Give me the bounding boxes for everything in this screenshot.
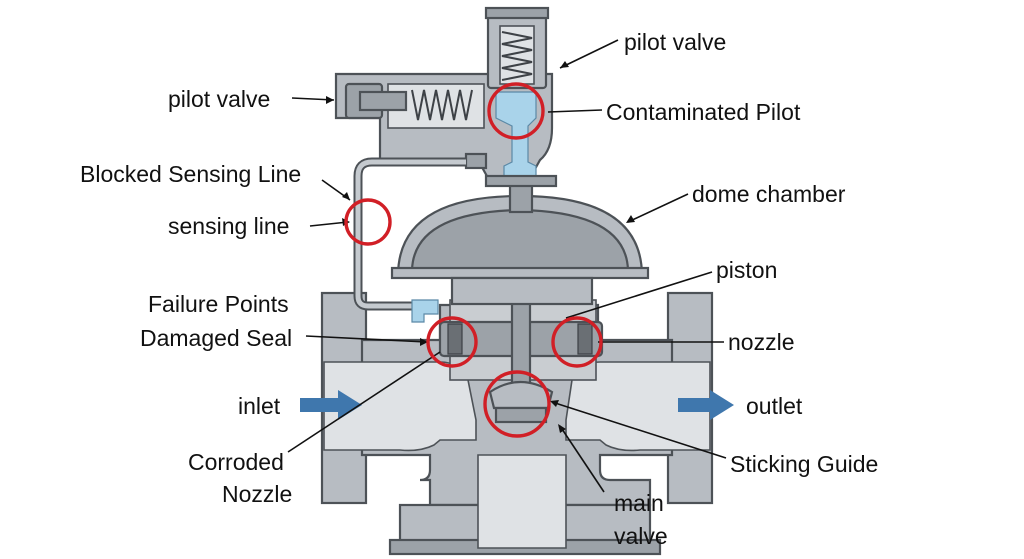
leader-contaminated-pilot (547, 109, 603, 113)
ring-contaminated-pilot (487, 82, 545, 140)
label-nozzle: nozzle (728, 329, 794, 355)
label-damaged-seal: Damaged Seal (140, 325, 292, 351)
label-pilot-valve-left: pilot valve (168, 86, 270, 112)
pilot-spring-vertical (501, 31, 533, 81)
pilot-spring-horizontal (411, 89, 473, 121)
ring-blocked-sensing-line (344, 198, 392, 246)
label-dome-chamber: dome chamber (692, 181, 846, 207)
dome-rim (390, 266, 650, 280)
valve-guide (494, 406, 548, 424)
label-corroded: Corroded (188, 449, 284, 475)
label-valve: valve (614, 523, 668, 549)
leader-lines (287, 39, 727, 493)
failure-highlights (344, 82, 603, 438)
label-failure-points: Failure Points (148, 291, 289, 317)
bottom-bore (477, 454, 567, 549)
pilot-base (484, 174, 558, 188)
dome-chamber-group (390, 176, 650, 306)
ring-damaged-seal (426, 316, 478, 368)
leader-damaged-seal (305, 335, 427, 343)
inlet-flow-arrow (300, 390, 362, 420)
label-main: main (614, 490, 664, 516)
leader-sticking-guide (551, 401, 727, 459)
leader-main-valve (559, 425, 605, 493)
leader-dome-chamber (627, 193, 689, 223)
outlet-flow-arrow (678, 390, 734, 420)
pilot-tower-cap (484, 6, 550, 20)
bonnet-neck (450, 276, 594, 306)
label-sensing-line: sensing line (168, 213, 289, 239)
main-valve-body (320, 266, 714, 556)
sensing-line-group (353, 157, 466, 323)
label-blocked-sensing-line: Blocked Sensing Line (80, 161, 301, 187)
pilot-plunger (358, 90, 408, 112)
leader-sensing-line (309, 221, 349, 227)
left-seal (447, 323, 463, 355)
sensing-port-fluid (411, 299, 439, 323)
pilot-assembly (334, 6, 558, 188)
ring-nozzle (551, 316, 603, 368)
leader-piston (565, 271, 713, 319)
label-sticking-guide: Sticking Guide (730, 451, 878, 477)
right-seal (577, 323, 593, 355)
label-inlet: inlet (238, 393, 281, 419)
label-nozzle-2: Nozzle (222, 481, 292, 507)
label-pilot-valve-top: pilot valve (624, 29, 726, 55)
label-outlet: outlet (746, 393, 803, 419)
leader-corroded-nozzle (287, 351, 441, 453)
labels: pilot valve pilot valve Contaminated Pil… (80, 29, 878, 549)
leader-pilot-valve-top (559, 39, 619, 69)
ring-main-valve (483, 370, 551, 438)
pilot-fitting (464, 152, 488, 170)
label-contaminated-pilot: Contaminated Pilot (606, 99, 801, 125)
label-piston: piston (716, 257, 777, 283)
